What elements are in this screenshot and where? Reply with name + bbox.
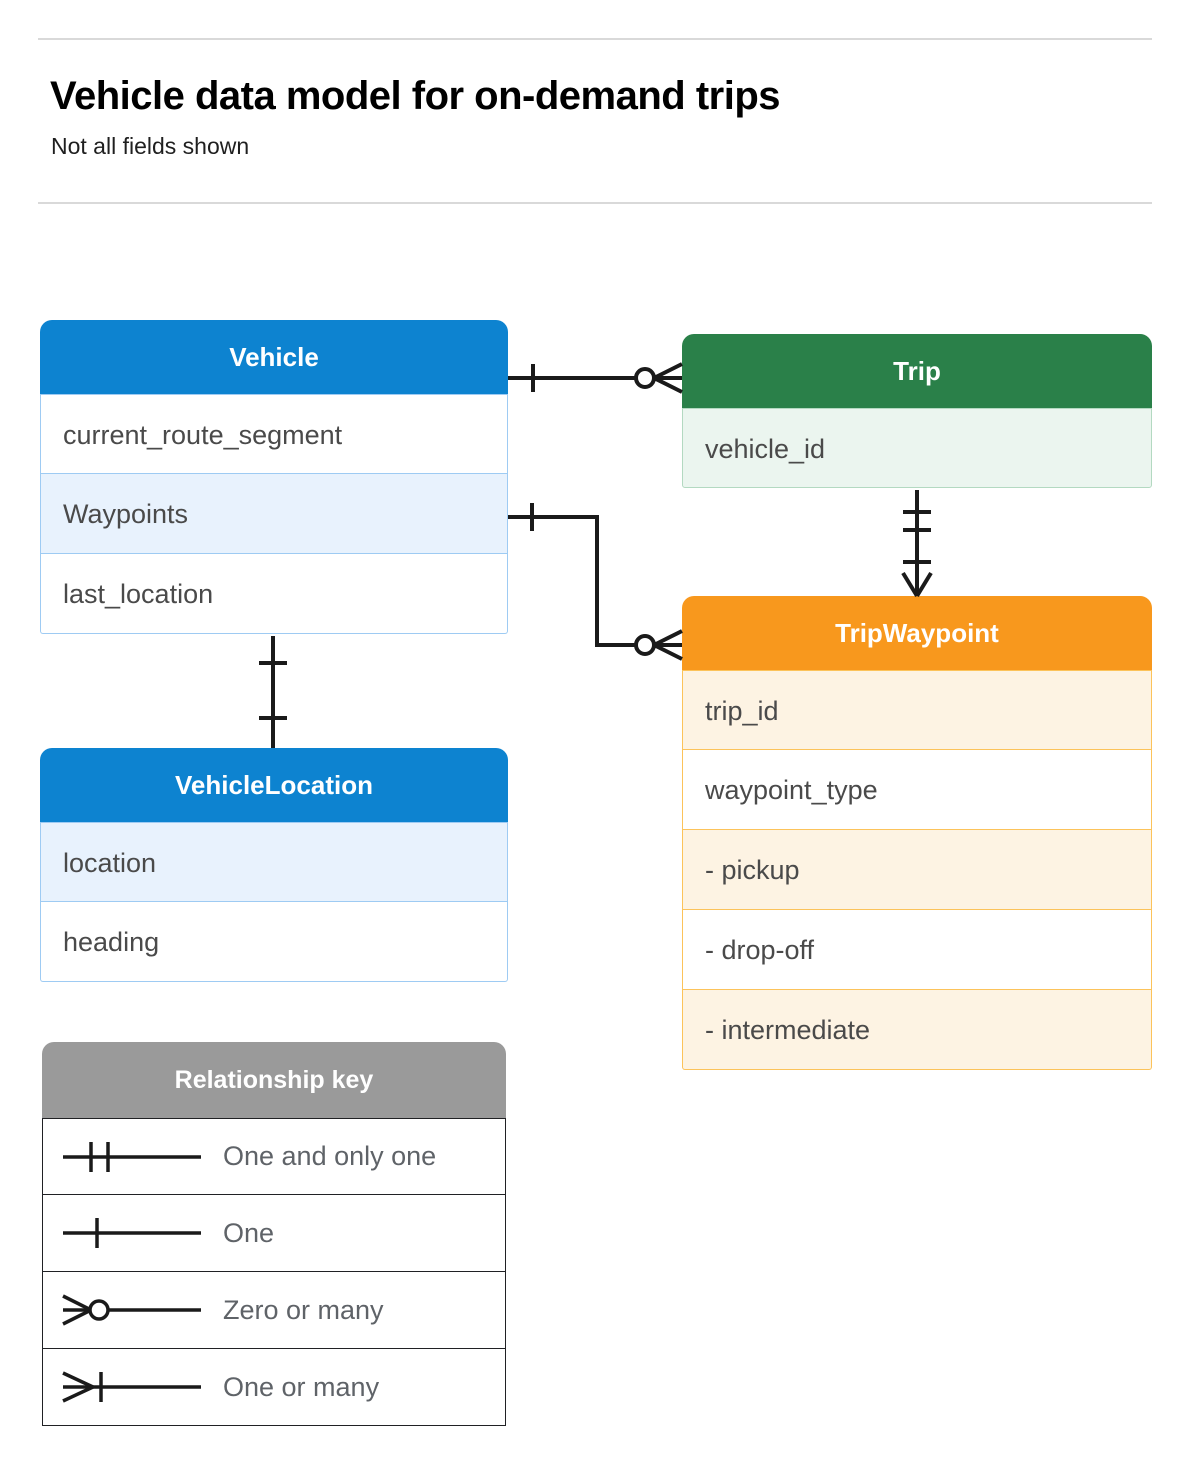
connector-waypoints-tripwaypoint [508,503,683,661]
entity-trip[interactable]: Trip vehicle_id [682,334,1152,488]
one-and-only-one-icon [43,1119,223,1194]
legend-row-zero-or-many: Zero or many [42,1272,506,1349]
field-location[interactable]: location [40,822,508,902]
legend-title: Relationship key [42,1042,506,1118]
entity-trip-waypoint[interactable]: TripWaypoint trip_id waypoint_type - pic… [682,596,1152,1070]
legend-label-zero-or-many: Zero or many [223,1294,384,1325]
legend-label-one-or-many: One or many [223,1371,380,1402]
legend-row-one: One [42,1195,506,1272]
entity-trip-waypoint-title: TripWaypoint [682,596,1152,670]
field-intermediate[interactable]: - intermediate [682,990,1152,1070]
legend-label-one-and-only-one: One and only one [223,1141,437,1171]
legend-row-one-or-many: One or many [42,1349,506,1426]
page-subtitle: Not all fields shown [51,133,250,159]
field-waypoints[interactable]: Waypoints [40,474,508,554]
entity-vehicle-location[interactable]: VehicleLocation location heading [40,748,508,982]
connector-vehicle-trip [508,362,683,394]
legend-label-one: One [223,1217,275,1248]
field-last-location[interactable]: last_location [40,554,508,634]
entity-vehicle[interactable]: Vehicle current_route_segment Waypoints … [40,320,508,634]
field-drop-off[interactable]: - drop-off [682,910,1152,990]
one-icon [43,1195,223,1271]
connector-trip-tripwaypoint [901,490,933,598]
zero-or-many-icon [43,1272,223,1348]
field-trip-id[interactable]: trip_id [682,670,1152,750]
entity-vehicle-location-title: VehicleLocation [40,748,508,822]
field-heading[interactable]: heading [40,902,508,982]
connector-vehicle-vehiclelocation [259,636,287,748]
legend-row-one-and-only-one: One and only one [42,1118,506,1195]
entity-trip-title: Trip [682,334,1152,408]
field-vehicle-id[interactable]: vehicle_id [682,408,1152,488]
bottom-divider [38,202,1152,204]
page-title: Vehicle data model for on-demand trips [50,74,781,118]
one-or-many-icon [43,1349,223,1425]
relationship-key-legend: Relationship key One and only one One [42,1042,506,1426]
field-pickup[interactable]: - pickup [682,830,1152,910]
top-divider [38,38,1152,40]
field-waypoint-type[interactable]: waypoint_type [682,750,1152,830]
field-current-route-segment[interactable]: current_route_segment [40,394,508,474]
entity-vehicle-title: Vehicle [40,320,508,394]
